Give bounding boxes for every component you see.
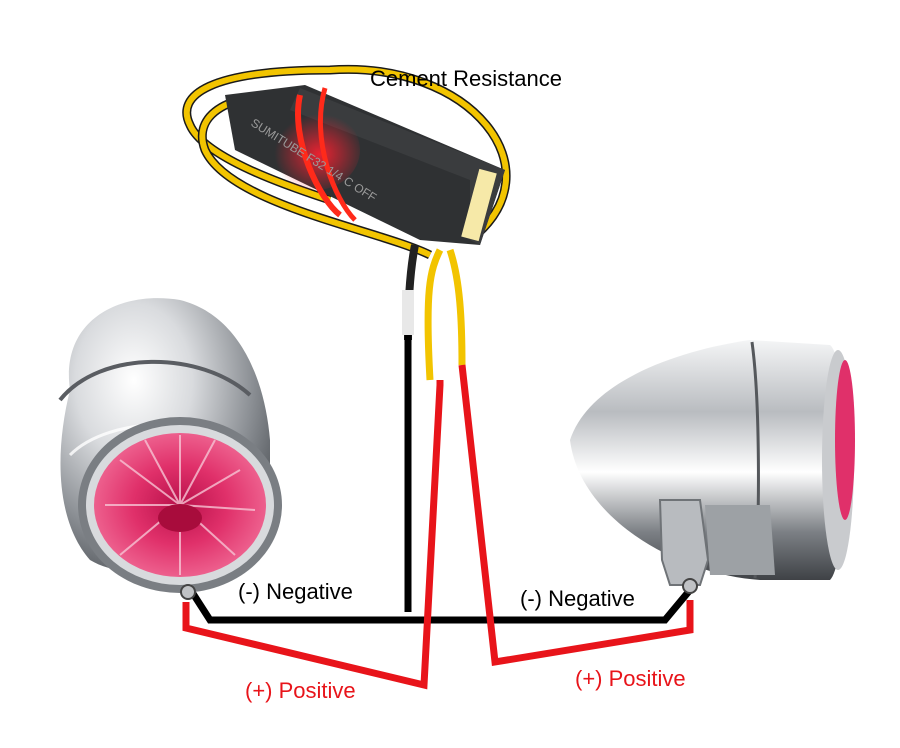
positive-label-right: (+) Positive xyxy=(575,666,686,691)
positive-label-left: (+) Positive xyxy=(245,678,356,703)
negative-label-left: (-) Negative xyxy=(238,579,353,604)
resistor-label: Cement Resistance xyxy=(370,66,562,91)
negative-label-right: (-) Negative xyxy=(520,586,635,611)
right-lamp-icon xyxy=(570,340,855,594)
resistor-leads xyxy=(182,64,511,381)
positive-wire xyxy=(182,364,694,690)
negative-wire xyxy=(189,290,693,624)
resistor-icon: SUMITUBE F32 1/4 C OFF xyxy=(225,85,505,245)
left-lamp-icon xyxy=(58,298,282,600)
